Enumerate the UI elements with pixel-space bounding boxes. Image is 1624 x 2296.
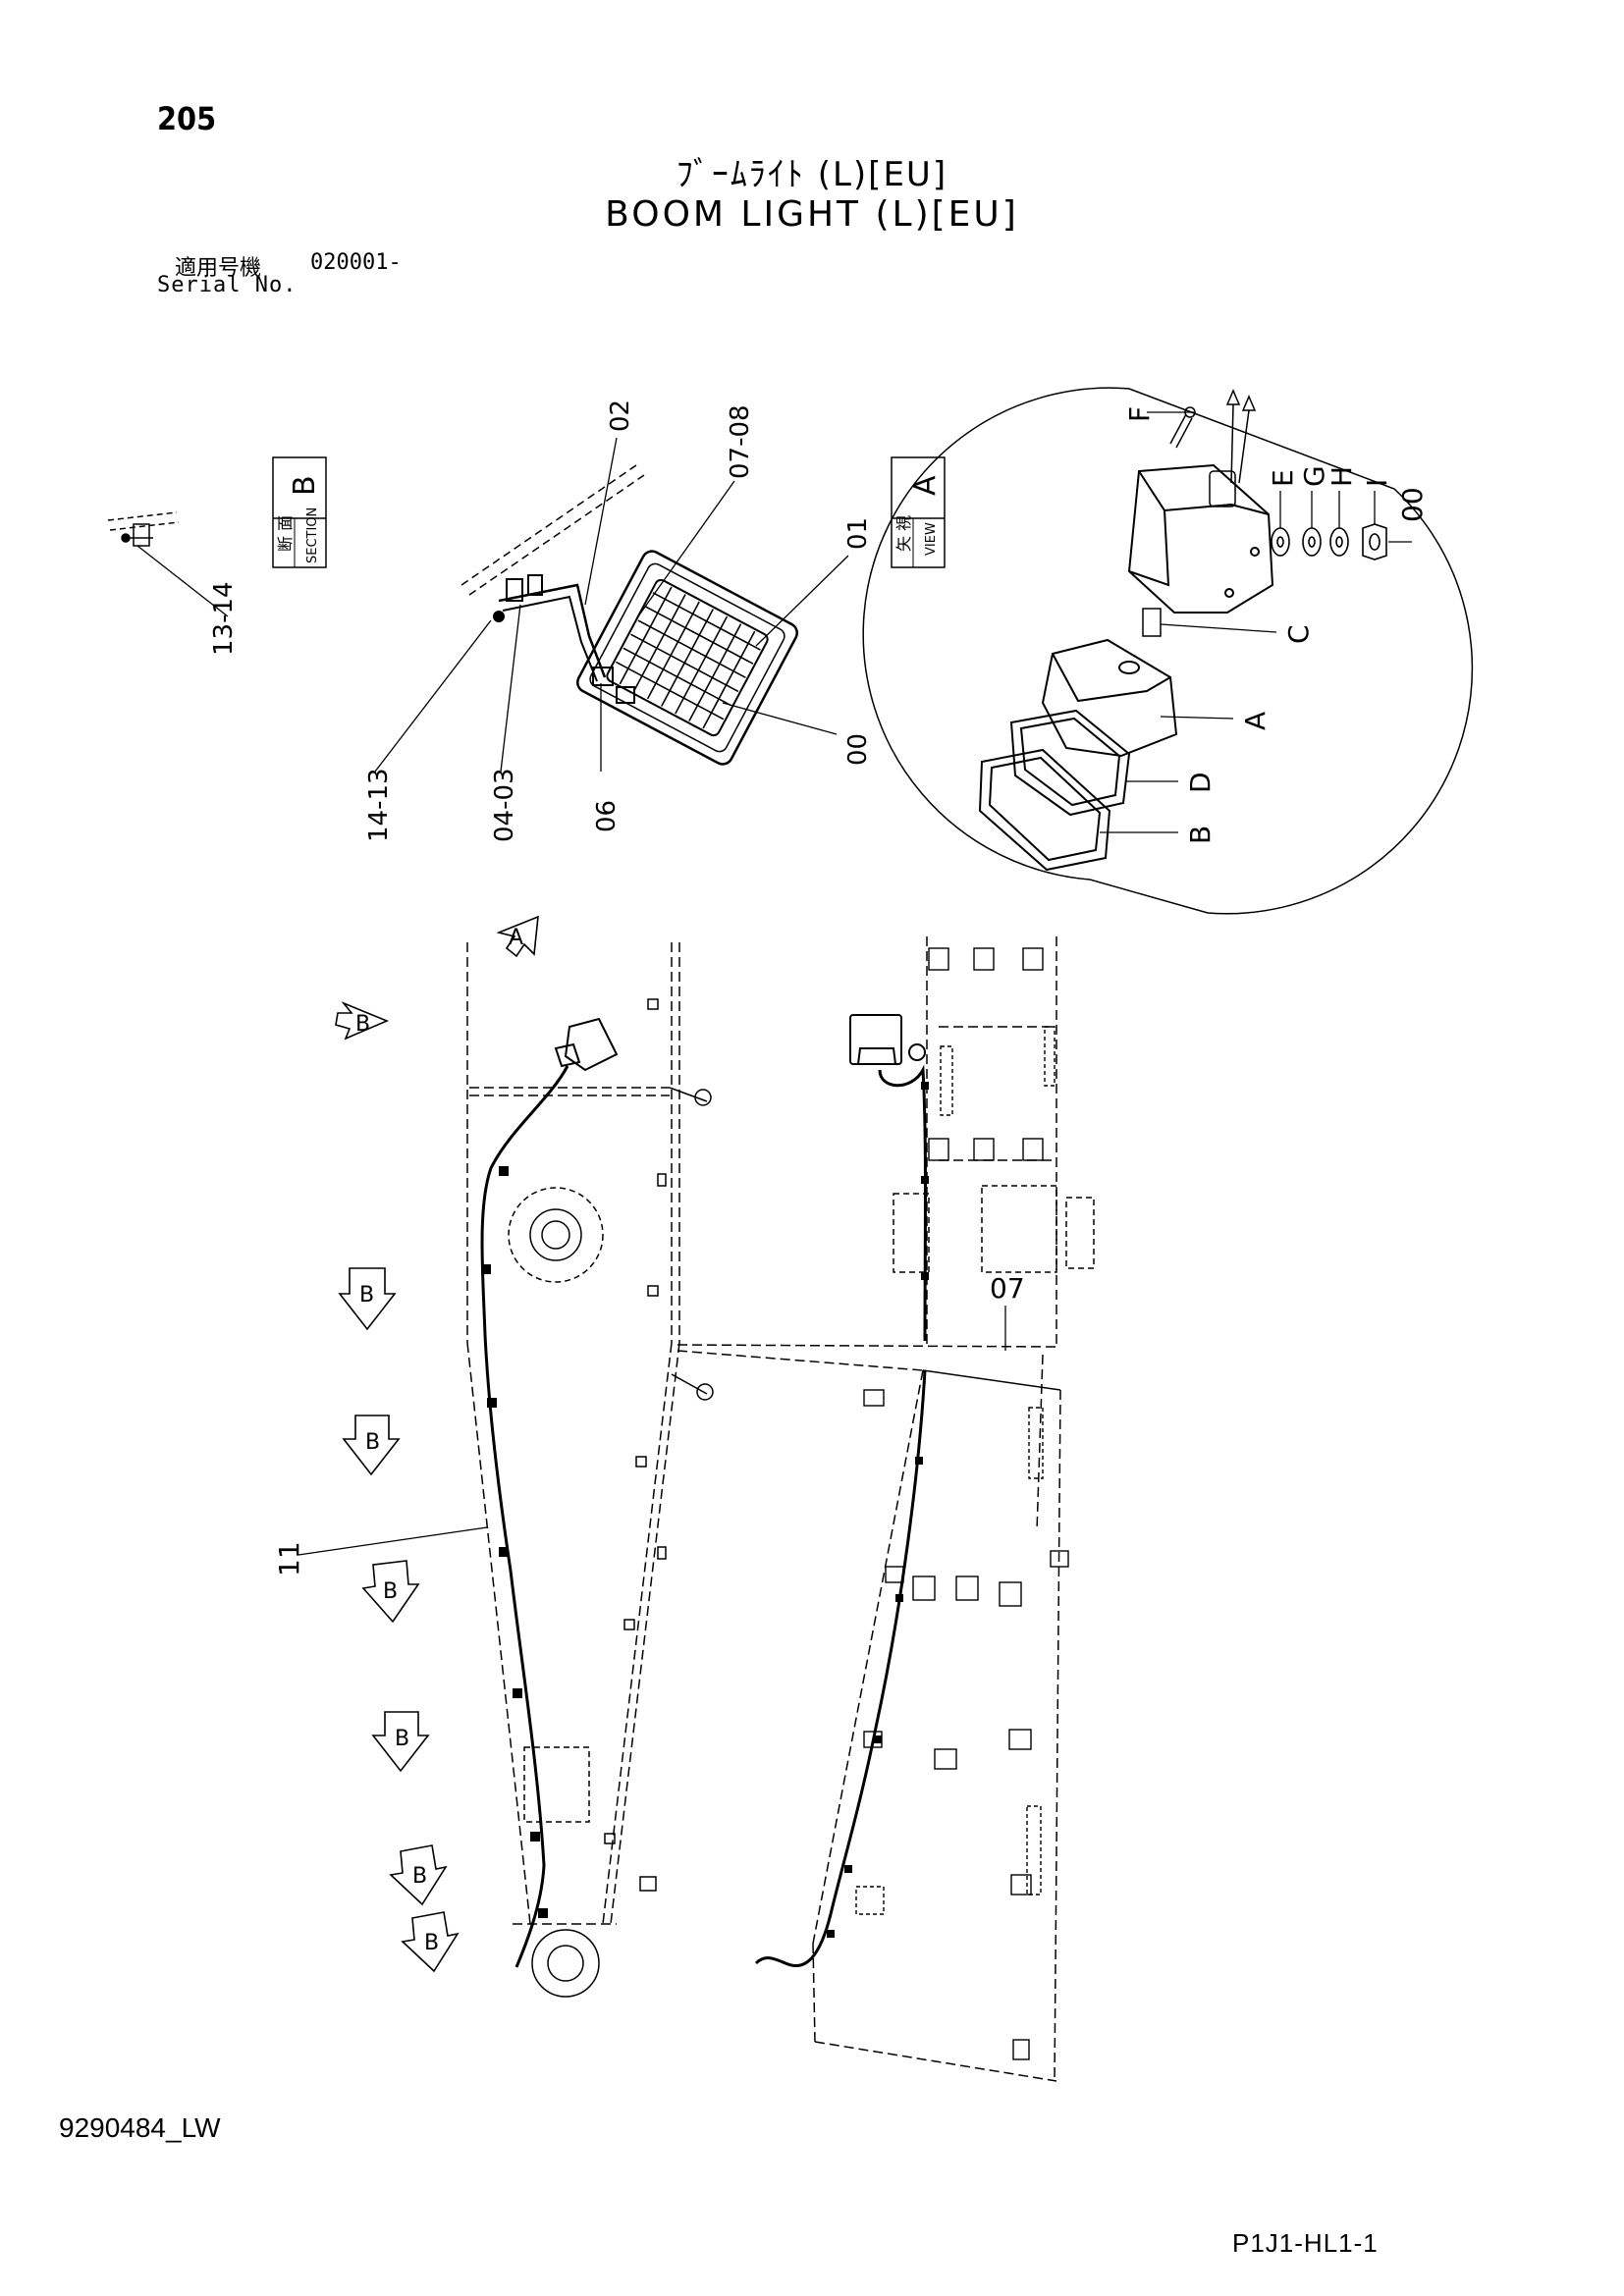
arrow-label-b5: B xyxy=(395,1727,409,1751)
work-light-assembly xyxy=(460,464,798,766)
section-b-box: 断 面 SECTION B xyxy=(272,456,327,568)
serial-label-japanese: 適用号機 xyxy=(175,256,262,281)
page-number: 205 xyxy=(157,100,217,137)
gasket-d xyxy=(1009,709,1131,817)
callout-00: 00 xyxy=(843,733,873,766)
arrow-label-b7: B xyxy=(424,1931,439,1955)
callout-02: 02 xyxy=(606,400,635,432)
detail-letter-d: D xyxy=(1184,772,1217,793)
serial-range: 020001- xyxy=(310,250,402,275)
arrow-label-b6: B xyxy=(412,1864,427,1889)
boom-side-lamp xyxy=(554,1017,619,1072)
callout-07-08: 07-08 xyxy=(726,404,755,479)
view-a-box: 矢 視 VIEW A xyxy=(891,456,946,568)
section-b-letter: B xyxy=(288,475,322,496)
light-body xyxy=(1127,463,1274,637)
section-b-mount xyxy=(107,511,229,617)
detail-letter-b: B xyxy=(1184,826,1217,844)
serial-label-english: Serial No. xyxy=(157,273,298,297)
view-a-en: VIEW xyxy=(924,522,939,556)
screw-f xyxy=(1169,406,1196,449)
arrow-label-b3: B xyxy=(365,1430,380,1455)
detail-letter-i: I xyxy=(1361,479,1393,487)
view-a-jp: 矢 視 xyxy=(894,515,913,552)
arrow-label-view-a: A xyxy=(509,926,523,950)
boom-side-view xyxy=(466,942,714,1998)
callout-04-03: 04-03 xyxy=(490,768,519,842)
arrow-label-b2: B xyxy=(359,1283,374,1308)
detail-letter-f: F xyxy=(1123,406,1156,422)
document-id: 9290484_LW xyxy=(59,2112,221,2143)
side-harness-clamps xyxy=(481,1166,548,1918)
section-b-jp: 断 面 xyxy=(276,515,295,552)
callout-13-14-left: 13-14 xyxy=(209,581,239,656)
boom-top-lamp xyxy=(849,1014,926,1065)
detail-letter-e: E xyxy=(1267,469,1299,487)
detail-letter-h: H xyxy=(1326,466,1358,487)
fasteners-e-g-h-i xyxy=(1271,523,1387,561)
callout-07: 07 xyxy=(990,1272,1025,1305)
view-a-leaders xyxy=(374,437,849,773)
boom-top-harness-lower xyxy=(754,1369,927,1967)
page-code: P1J1-HL1-1 xyxy=(1232,2228,1379,2258)
connector-pins xyxy=(1225,389,1257,484)
callout-14-13: 14-13 xyxy=(364,768,394,842)
callout-11: 11 xyxy=(273,1541,305,1576)
callout-01: 01 xyxy=(843,517,873,550)
detail-letter-a: A xyxy=(1239,712,1272,730)
callout-06: 06 xyxy=(592,800,622,832)
title-english: BOOM LIGHT (L)[EU] xyxy=(605,194,1019,235)
boom-top-harness xyxy=(878,1064,927,1342)
boom-top-view xyxy=(677,936,1095,2082)
section-arrows xyxy=(335,915,539,1973)
section-b-en: SECTION xyxy=(305,507,320,563)
detail-letter-c: C xyxy=(1282,624,1315,644)
frame-b xyxy=(978,748,1111,872)
arrow-label-b1: B xyxy=(355,1012,370,1037)
detail-letter-g: G xyxy=(1298,465,1330,487)
arrow-label-b4: B xyxy=(383,1579,398,1604)
title-japanese: ﾌﾞｰﾑﾗｲﾄ (L)[EU] xyxy=(676,155,948,194)
callout-00-detail: 00 xyxy=(1396,487,1429,522)
detail-oval xyxy=(862,387,1474,915)
boom-side-harness xyxy=(480,1065,569,1968)
lens-a xyxy=(1041,638,1178,758)
top-harness-clamps xyxy=(827,1082,929,1938)
